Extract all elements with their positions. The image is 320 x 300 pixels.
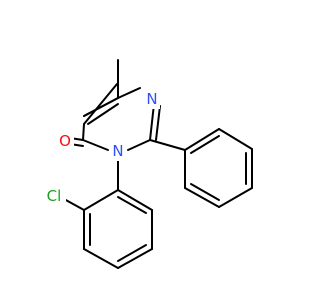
bond-n1-c2 <box>149 103 155 141</box>
atom-bg-cl <box>42 186 66 205</box>
bond-c6-n1 <box>117 87 141 99</box>
bond-ar-d3 <box>117 196 147 214</box>
atom-bg-n3 <box>109 142 126 161</box>
bond-c2-ph <box>149 139 186 151</box>
bond-n3-c4 <box>82 139 109 151</box>
atom-label-oxygen: O <box>59 132 71 150</box>
atom-bg-o <box>57 131 74 150</box>
bond-ar-6 <box>117 189 153 211</box>
bond-c4-c5 <box>83 83 118 125</box>
bond-ph-4 <box>218 187 253 208</box>
atom-label-nitrogen-3: N <box>112 142 123 160</box>
bond-ph-5 <box>184 187 220 208</box>
bond-ph-2 <box>218 128 253 150</box>
molecule-structure: O N N Cl <box>42 59 253 269</box>
bond-ar-d2 <box>117 244 147 262</box>
bond-n1-c2-double <box>155 105 161 141</box>
atom-bg-n1 <box>143 90 160 109</box>
bond-ph-d1 <box>190 135 220 154</box>
phenyl-ring <box>149 128 253 208</box>
bond-c5-c6-double <box>87 103 119 125</box>
bond-c2-n3 <box>127 139 151 151</box>
atom-labels: O N N Cl <box>42 90 160 205</box>
bond-ph-d3 <box>190 183 220 201</box>
bond-c4-c5 <box>82 123 85 141</box>
atom-label-nitrogen-1: N <box>146 90 157 108</box>
bond-ar-cl <box>63 198 85 211</box>
bond-ph-1 <box>184 128 220 151</box>
chlorophenyl-ring <box>63 159 153 269</box>
atom-label-chlorine: Cl <box>47 187 62 205</box>
bond-c6-c5 <box>83 97 119 117</box>
bond-ar-3 <box>83 248 119 269</box>
pyrimidinone-ring <box>69 59 161 151</box>
bond-ar-4 <box>117 248 153 269</box>
bond-ar-1 <box>83 189 119 211</box>
